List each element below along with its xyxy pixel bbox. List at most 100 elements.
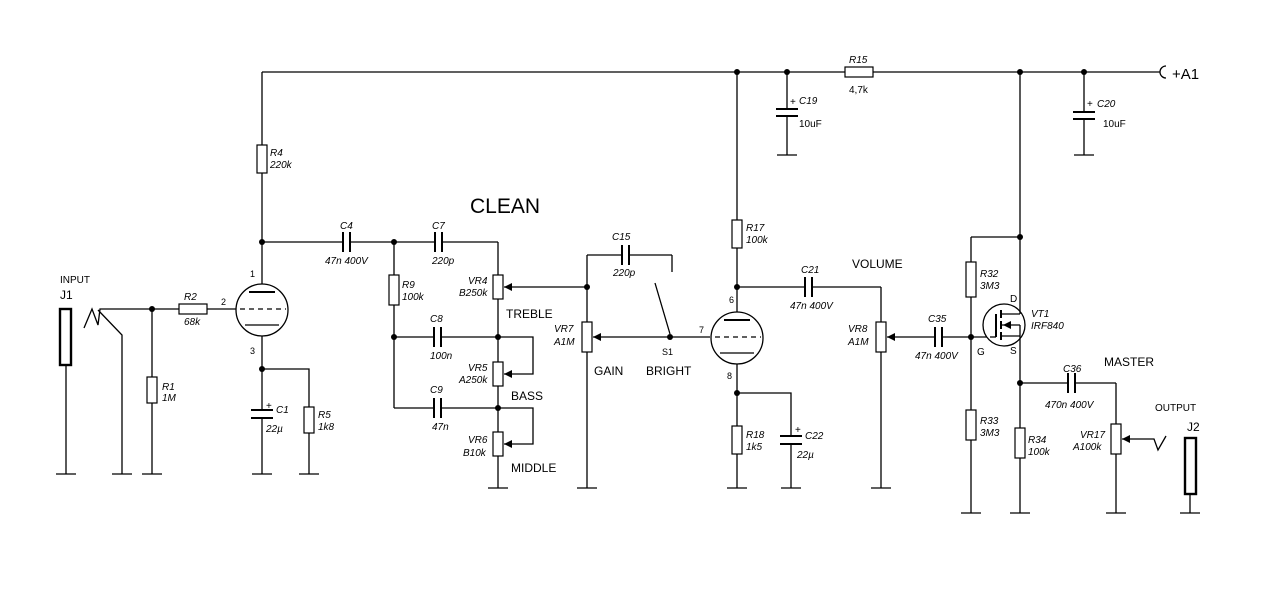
svg-text:47n 400V: 47n 400V	[790, 301, 834, 312]
tube-v2: 6 7 8	[699, 295, 764, 381]
junction-dots	[149, 69, 1087, 411]
svg-text:R34: R34	[1028, 435, 1047, 446]
svg-text:6: 6	[729, 295, 734, 305]
svg-text:+: +	[790, 97, 796, 108]
resistor-r1: R1 1M	[146, 376, 177, 404]
svg-text:VR7: VR7	[554, 324, 574, 335]
resistor-r4: R4 220k	[256, 144, 293, 174]
svg-text:+: +	[1087, 99, 1093, 110]
svg-text:R9: R9	[402, 280, 415, 291]
label-middle: MIDDLE	[511, 461, 556, 475]
svg-text:C15: C15	[612, 232, 631, 243]
svg-text:+: +	[795, 425, 801, 436]
svg-text:100k: 100k	[1028, 447, 1051, 458]
resistor-r15: R15 4,7k	[844, 55, 874, 96]
svg-text:A100k: A100k	[1072, 442, 1102, 453]
capacitor-c20: + C20 10uF	[1073, 99, 1126, 130]
svg-text:B10k: B10k	[463, 448, 487, 459]
resistor-r34: R34 100k	[1014, 427, 1051, 459]
svg-text:220p: 220p	[431, 256, 455, 267]
svg-text:R1: R1	[162, 382, 175, 393]
svg-text:R33: R33	[980, 416, 999, 427]
svg-text:470n 400V: 470n 400V	[1045, 400, 1095, 411]
svg-text:VR6: VR6	[468, 435, 488, 446]
svg-text:A1M: A1M	[847, 337, 869, 348]
svg-text:22µ: 22µ	[265, 424, 283, 435]
svg-text:7: 7	[699, 325, 704, 335]
svg-text:VR17: VR17	[1080, 430, 1105, 441]
svg-text:C21: C21	[801, 265, 819, 276]
svg-text:47n: 47n	[432, 422, 449, 433]
svg-text:1: 1	[250, 269, 255, 279]
svg-text:VR4: VR4	[468, 276, 488, 287]
svg-text:R32: R32	[980, 269, 999, 280]
input-label: INPUT	[60, 275, 90, 286]
label-treble: TREBLE	[506, 307, 553, 321]
label-bass: BASS	[511, 389, 543, 403]
svg-text:R17: R17	[746, 223, 765, 234]
pot-vr4-treble: VR4 B250k	[459, 274, 512, 300]
capacitor-c8: C8 100n	[430, 314, 453, 362]
capacitor-c19: + C19 10uF	[776, 96, 822, 130]
svg-text:47n 400V: 47n 400V	[325, 256, 369, 267]
capacitor-c9: C9 47n	[430, 385, 449, 433]
input-jack-j1	[58, 307, 73, 367]
svg-text:4,7k: 4,7k	[849, 85, 869, 96]
svg-text:G: G	[977, 347, 985, 358]
svg-text:A250k: A250k	[458, 375, 488, 386]
svg-text:C35: C35	[928, 314, 947, 325]
svg-text:B250k: B250k	[459, 288, 488, 299]
svg-text:100k: 100k	[402, 292, 425, 303]
svg-text:C7: C7	[432, 221, 445, 232]
supply-label: +A1	[1172, 66, 1199, 83]
svg-text:47n 400V: 47n 400V	[915, 351, 959, 362]
svg-text:10uF: 10uF	[1103, 119, 1126, 130]
supply-terminal	[1159, 65, 1167, 79]
svg-text:VT1: VT1	[1031, 309, 1049, 320]
pot-vr17-master: VR17 A100k	[1072, 423, 1130, 455]
svg-text:C20: C20	[1097, 99, 1116, 110]
svg-text:D: D	[1010, 294, 1017, 305]
svg-text:VR5: VR5	[468, 363, 488, 374]
svg-text:C4: C4	[340, 221, 353, 232]
section-title: CLEAN	[470, 195, 540, 218]
svg-text:R15: R15	[849, 55, 868, 66]
svg-text:2: 2	[221, 297, 226, 307]
capacitor-c35: C35 47n 400V	[915, 314, 959, 362]
svg-text:+: +	[266, 401, 272, 412]
resistor-r2: R2 68k	[178, 292, 208, 328]
output-label: OUTPUT	[1155, 403, 1196, 414]
resistor-r5: R5 1k8	[303, 406, 335, 434]
capacitor-c36: C36 470n 400V	[1045, 364, 1095, 411]
svg-text:C9: C9	[430, 385, 443, 396]
capacitor-c22: + C22 22µ	[780, 425, 824, 461]
svg-text:R5: R5	[318, 410, 331, 421]
pot-vr8-volume: VR8 A1M	[847, 321, 895, 353]
tube-v1: 1 2 3	[221, 269, 289, 356]
resistor-r18: R18 1k5	[731, 425, 765, 455]
switch-s1-label: S1	[662, 347, 673, 357]
svg-text:C19: C19	[799, 96, 818, 107]
label-gain: GAIN	[594, 364, 623, 378]
svg-text:R4: R4	[270, 148, 283, 159]
wires	[56, 71, 1200, 514]
label-volume: VOLUME	[852, 257, 903, 271]
pot-vr6-middle: VR6 B10k	[463, 431, 512, 459]
svg-text:220p: 220p	[612, 268, 636, 279]
resistor-r17: R17 100k	[731, 219, 769, 249]
jack-j1-label: J1	[60, 288, 73, 302]
svg-text:220k: 220k	[269, 160, 293, 171]
capacitor-c7: C7 220p	[431, 221, 455, 267]
svg-text:C36: C36	[1063, 364, 1082, 375]
svg-text:R2: R2	[184, 292, 197, 303]
resistor-r33: R33 3M3	[965, 409, 1000, 441]
jack-j2-label: J2	[1187, 420, 1200, 434]
svg-text:1M: 1M	[162, 393, 177, 404]
svg-text:C8: C8	[430, 314, 443, 325]
svg-text:3: 3	[250, 346, 255, 356]
svg-text:3M3: 3M3	[980, 281, 1000, 292]
mosfet-vt1: D G S VT1 IRF840	[977, 294, 1064, 358]
capacitor-c15: C15 220p	[612, 232, 636, 279]
svg-text:8: 8	[727, 371, 732, 381]
